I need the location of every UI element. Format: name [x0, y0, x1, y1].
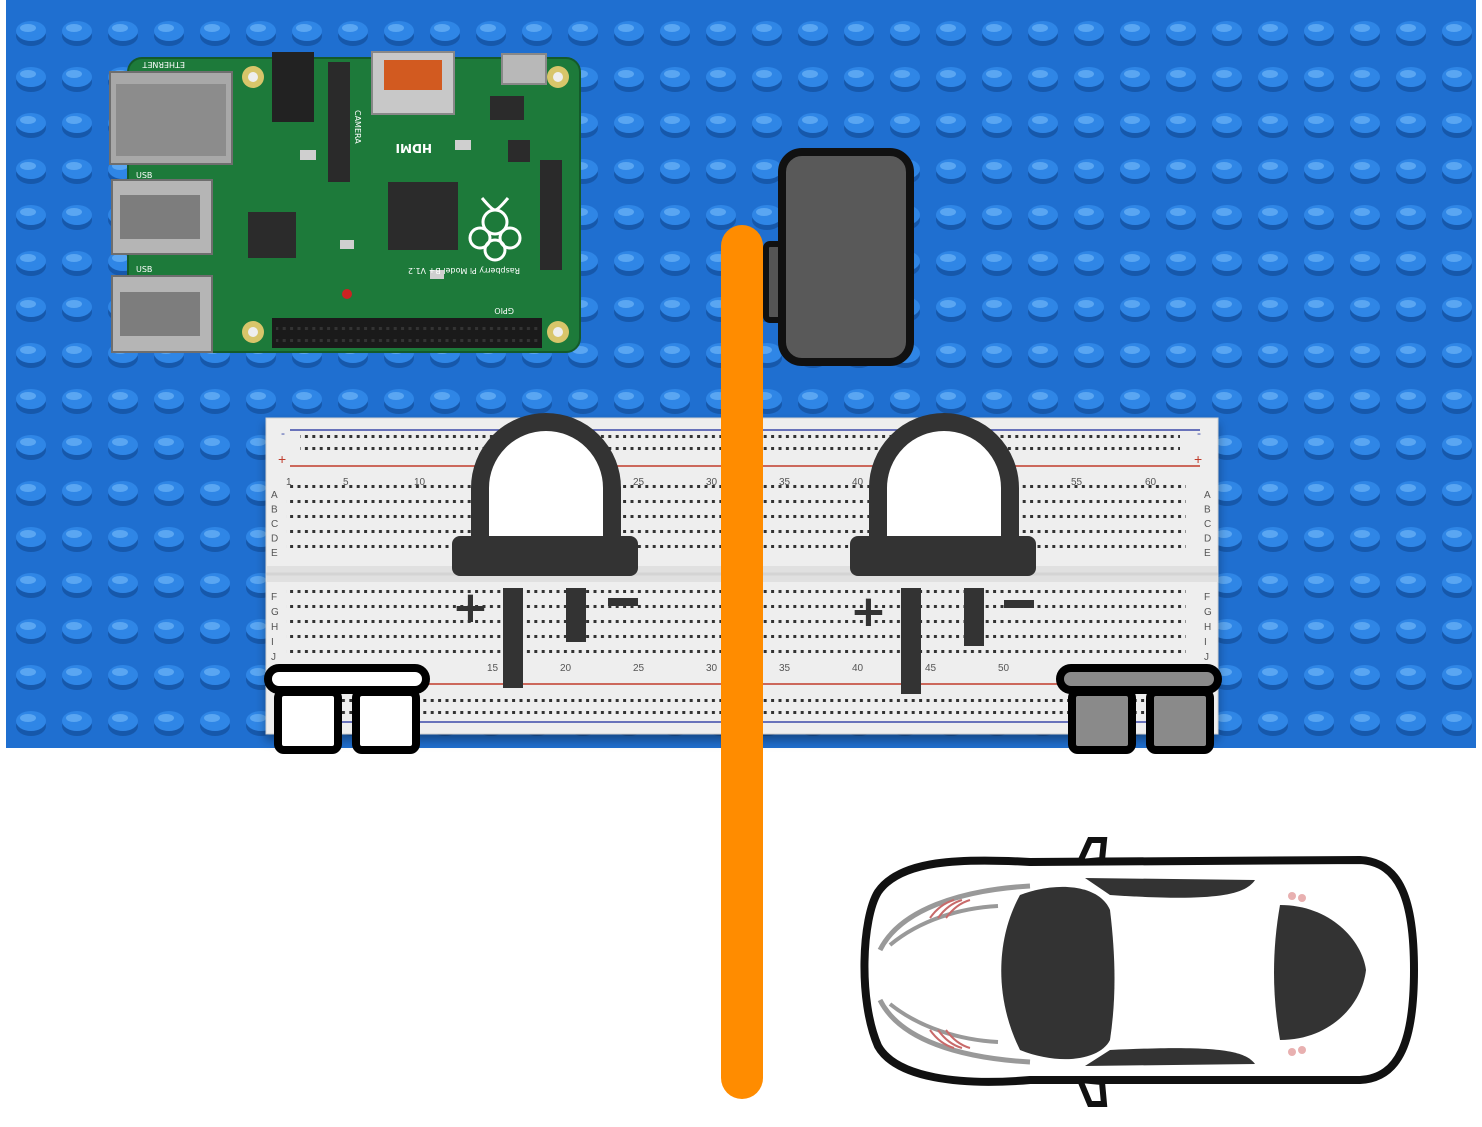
column-number: 25 [633, 477, 645, 488]
led-icon: + [452, 413, 638, 688]
column-number: 55 [1071, 477, 1083, 488]
pi-label-model: Raspberry Pi Model B+ V1.2 [408, 266, 520, 275]
column-number: 25 [633, 663, 645, 674]
power-port [501, 53, 547, 85]
ultrasonic-sensor-icon [763, 148, 914, 366]
rail-plus-label: + [1194, 451, 1202, 467]
row-letter: A [1204, 490, 1211, 501]
push-button-icon[interactable] [1056, 664, 1222, 754]
row-letter: J [1204, 652, 1209, 663]
column-number: 20 [560, 663, 572, 674]
led-plus-label: + [452, 582, 489, 633]
led-icon: + [850, 413, 1036, 694]
row-letter: G [1204, 607, 1212, 618]
row-letter: B [1204, 505, 1211, 516]
column-number: 35 [779, 477, 791, 488]
soc-chip [388, 182, 458, 250]
column-number: 60 [1145, 477, 1157, 488]
row-letter: B [271, 505, 278, 516]
row-letter: A [271, 490, 278, 501]
column-number: 45 [925, 663, 937, 674]
pi-label-gpio: GPIO [494, 306, 514, 315]
column-number: 35 [779, 663, 791, 674]
raspberry-logo-icon [468, 197, 522, 262]
row-letter: C [271, 519, 278, 530]
column-number: 5 [343, 477, 349, 488]
raspberry-pi-board: ETHERNET CAMERA HDMI USB USB GPIO Raspbe… [109, 51, 581, 353]
display-connector [540, 160, 562, 270]
rail-plus-label: + [278, 451, 286, 467]
row-letter: D [1204, 534, 1211, 545]
led-plus-label: + [850, 586, 887, 637]
led-minus-label [608, 598, 638, 606]
column-number: 30 [706, 663, 718, 674]
column-number: 50 [998, 663, 1010, 674]
car-icon [860, 837, 1418, 1107]
column-number: 30 [706, 477, 718, 488]
rail-minus-label: - [1197, 426, 1201, 440]
row-letter: G [271, 607, 279, 618]
rail-minus-label: - [281, 426, 285, 440]
pi-label-usb-1: USB [136, 171, 152, 180]
row-letter: H [271, 622, 278, 633]
row-letter: C [1204, 519, 1211, 530]
row-letter: E [271, 548, 278, 559]
led-minus-label [1004, 600, 1034, 608]
row-letter: I [1204, 637, 1207, 648]
pi-label-ethernet: ETHERNET [142, 60, 185, 69]
column-number: 1 [286, 477, 292, 488]
column-number: 40 [852, 477, 864, 488]
row-letter: F [1204, 592, 1210, 603]
row-letter: I [271, 637, 274, 648]
camera-connector [328, 62, 350, 182]
row-letter: E [1204, 548, 1211, 559]
row-letter: H [1204, 622, 1211, 633]
column-number: 40 [852, 663, 864, 674]
row-letter: D [271, 534, 278, 545]
row-letter: J [271, 652, 276, 663]
row-letter: F [271, 592, 277, 603]
push-button-icon[interactable] [264, 664, 430, 754]
pi-label-hdmi: HDMI [396, 141, 432, 155]
column-number: 15 [487, 663, 499, 674]
pi-label-camera: CAMERA [353, 110, 362, 144]
audio-jack [272, 52, 314, 122]
pi-label-usb-2: USB [136, 265, 152, 274]
column-number: 10 [414, 477, 426, 488]
